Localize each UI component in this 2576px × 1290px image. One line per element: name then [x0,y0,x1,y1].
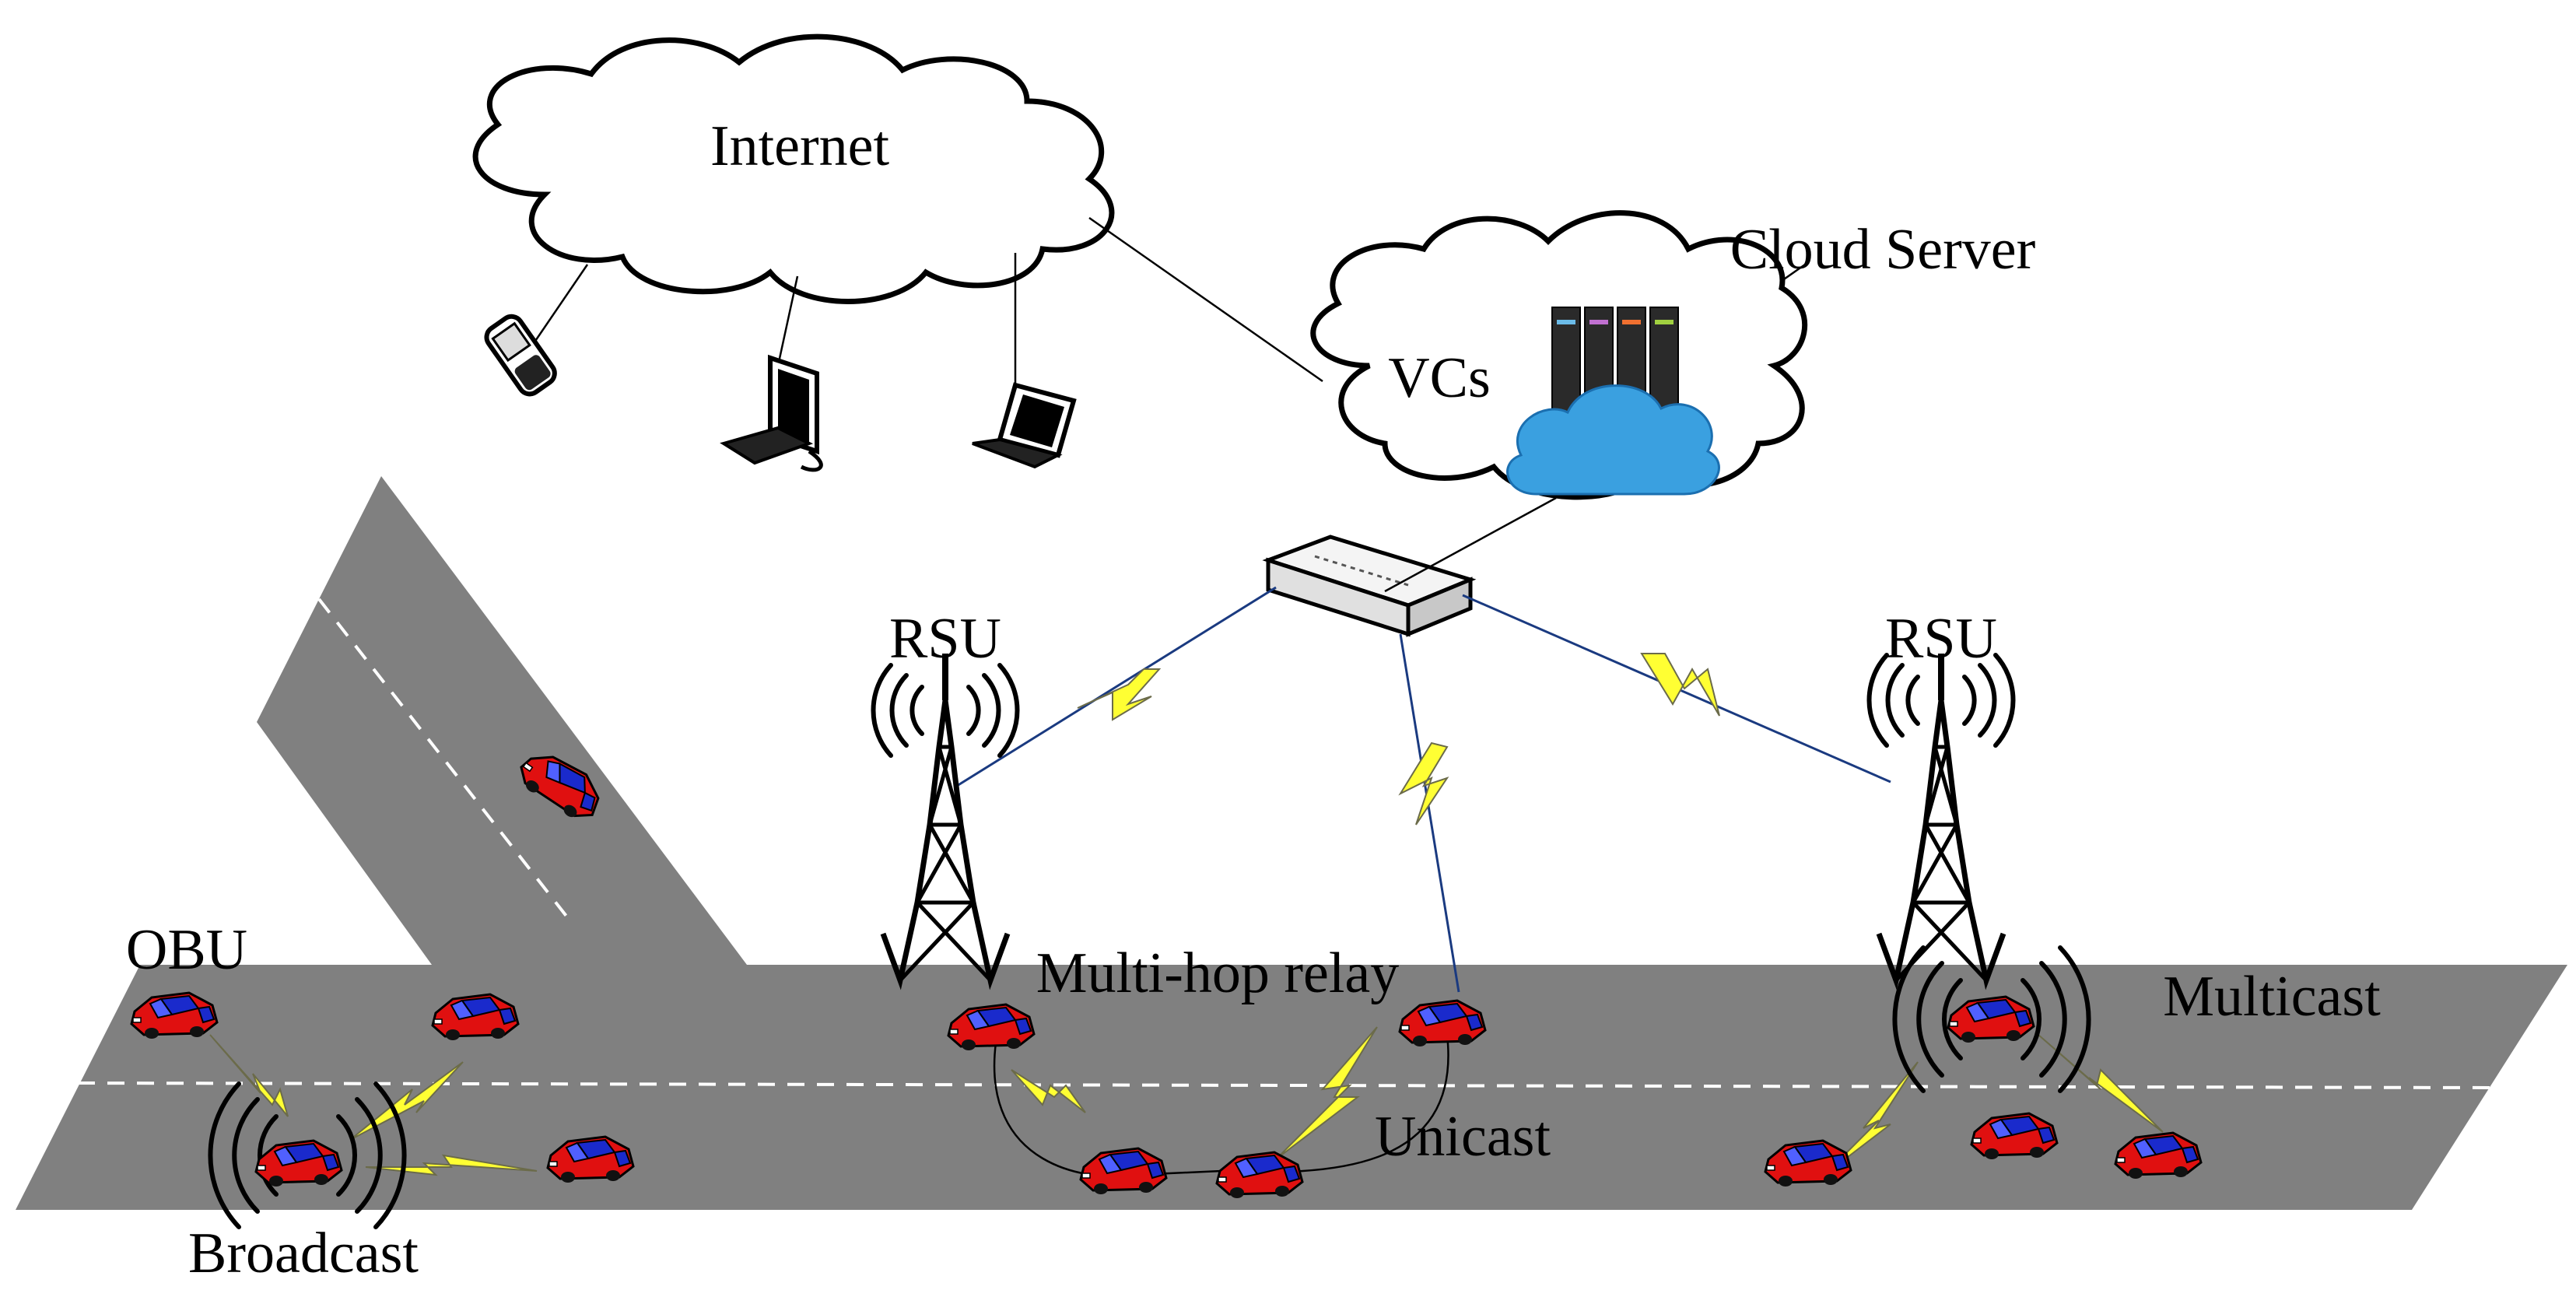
rsu-right-label: RSU [1885,607,1997,671]
internet-label: Internet [710,114,890,178]
multicast-label: Multicast [2163,965,2381,1029]
rsu-right: RSU [1869,607,2013,980]
rsu-left-label: RSU [889,607,1001,671]
broadcast-links [210,1034,538,1227]
road-network [16,476,2567,1210]
side-road-lane-marking [317,598,570,920]
vcs-label: VCs [1388,346,1491,410]
laptop-icon [972,382,1077,469]
unicast-label: Unicast [1375,1105,1551,1169]
desktop-computer-icon [720,354,823,472]
cloud-server-icon [1506,307,1720,496]
broadcast-label: Broadcast [188,1222,419,1285]
internet-cloud: Internet [472,33,1115,304]
rsu-tower-icon [883,654,1008,980]
backbone-links [956,496,1891,993]
obu-label: OBU [126,918,247,982]
multi-hop-relay-label: Multi-hop relay [1036,941,1400,1005]
network-switch-icon [1262,535,1477,637]
internet-links [527,216,1806,393]
mobile-phone-icon [484,314,557,397]
cloud-server-label: Cloud Server [1730,218,2036,282]
side-road [257,476,747,965]
rsu-tower-icon [1879,654,2003,980]
rsu-left: RSU [873,607,1017,980]
main-road [16,965,2567,1210]
